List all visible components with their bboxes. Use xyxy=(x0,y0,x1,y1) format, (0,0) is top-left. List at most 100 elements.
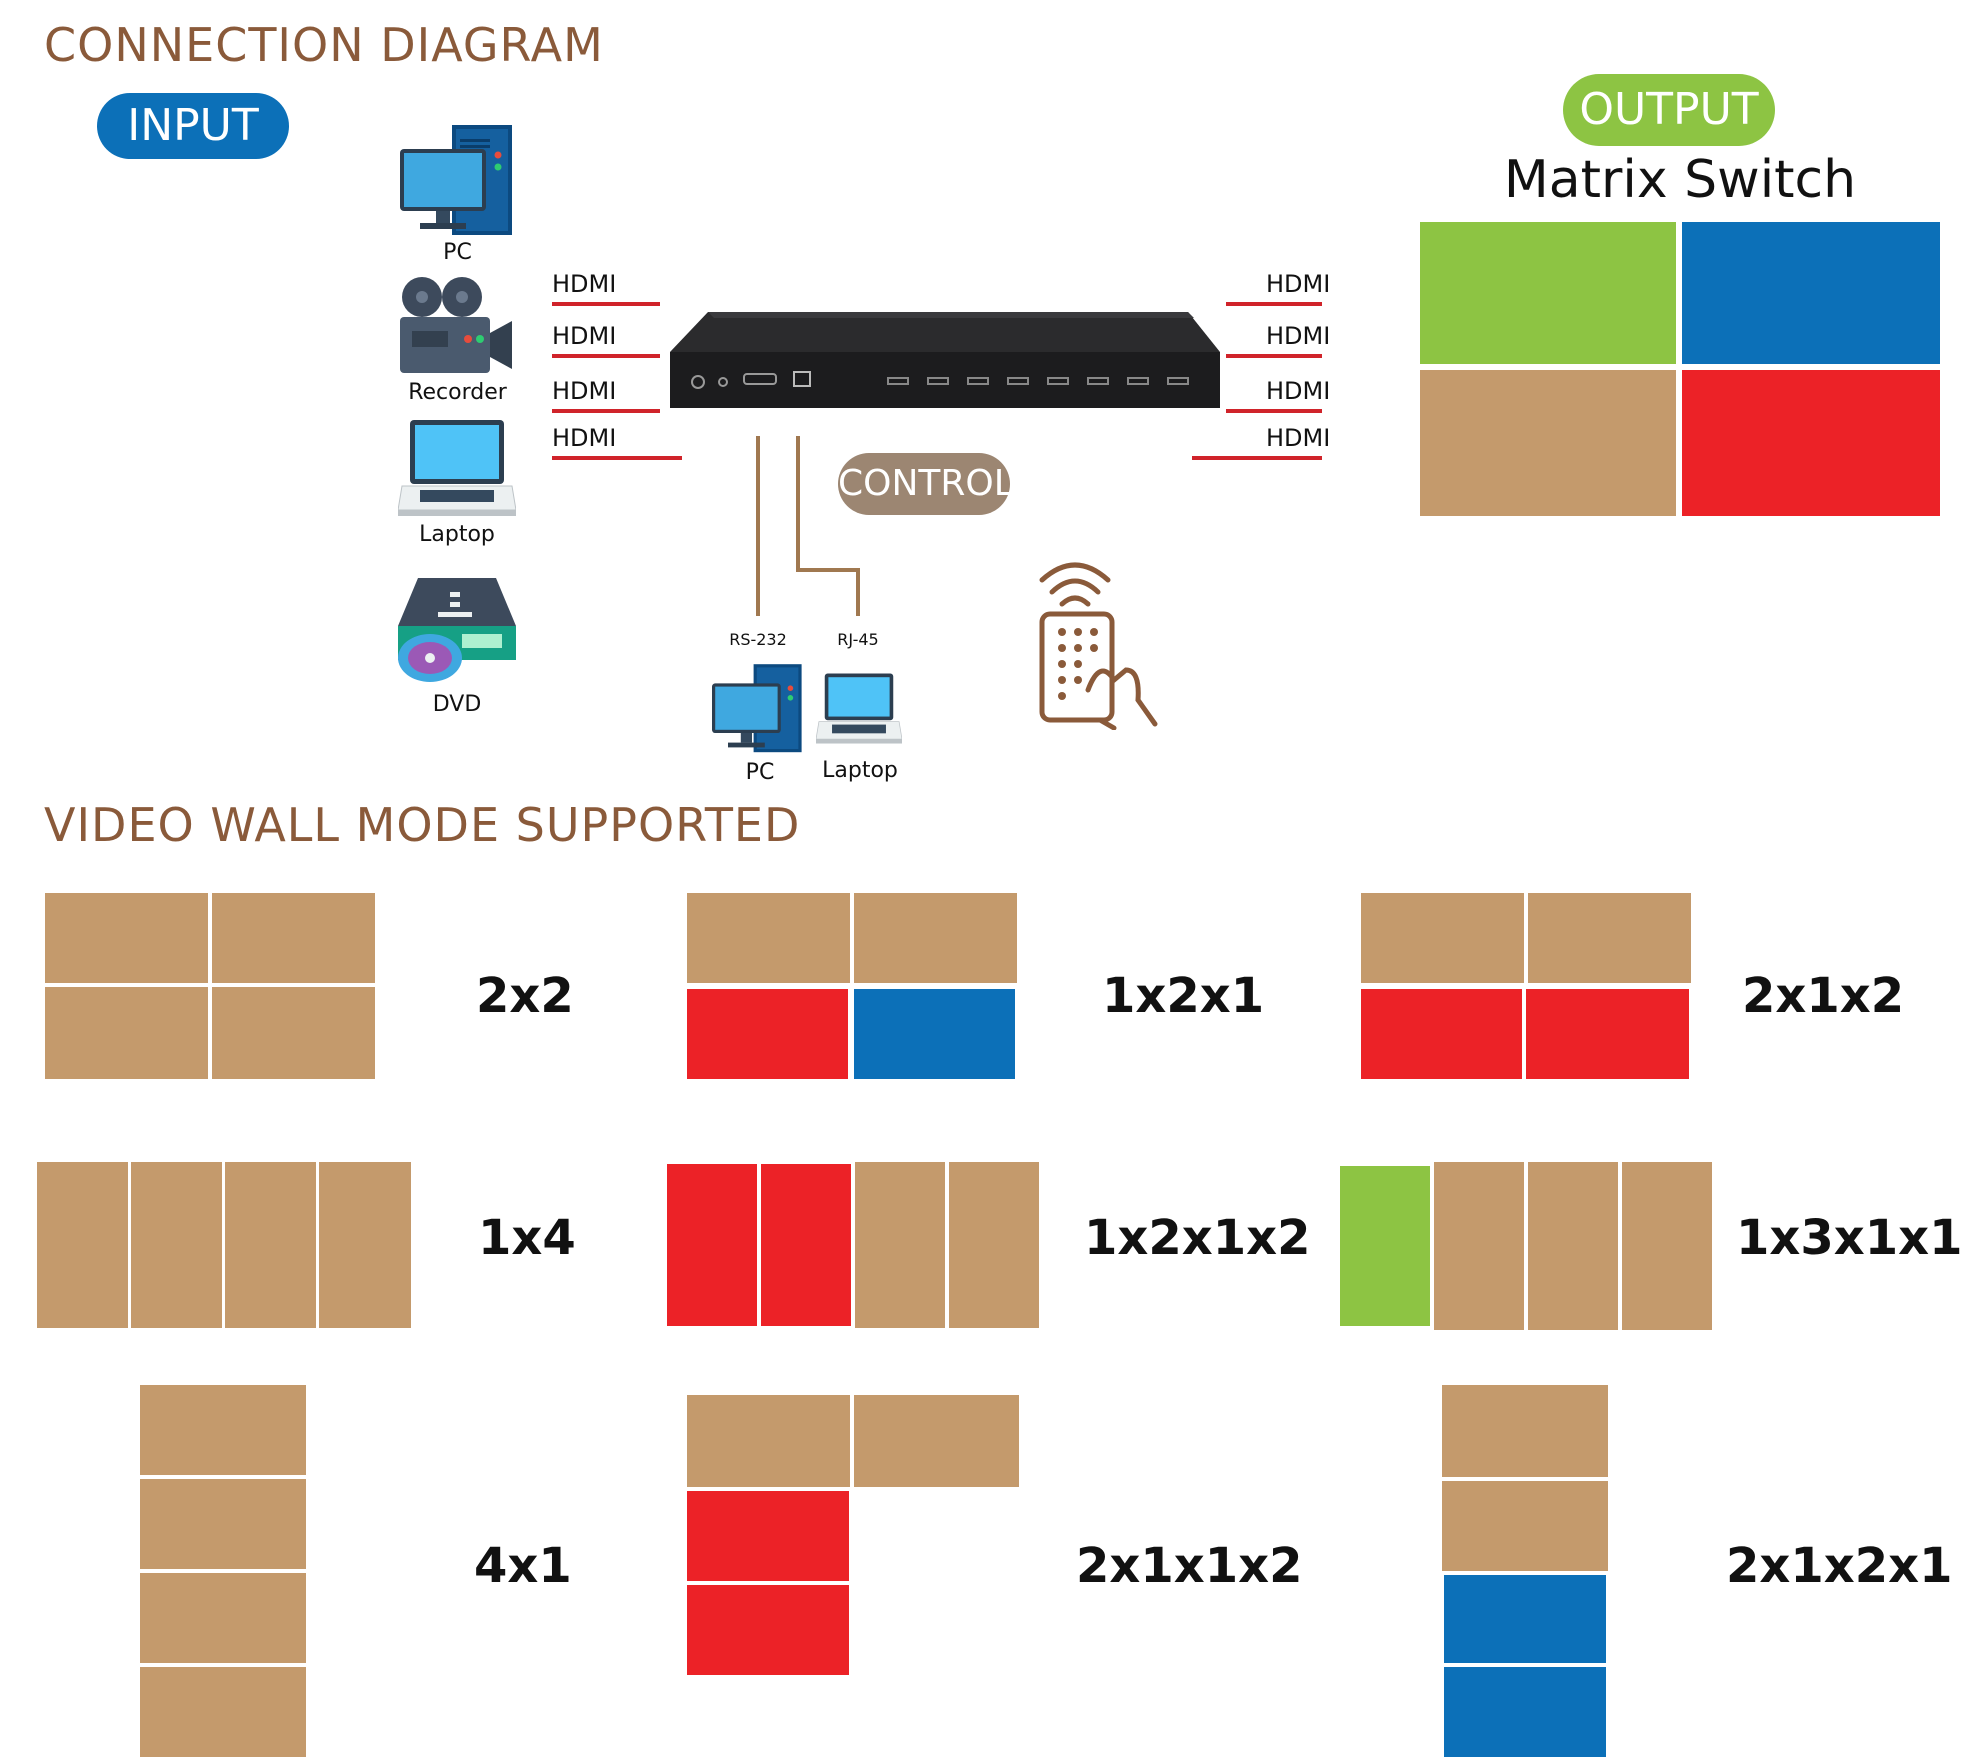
screen xyxy=(687,1491,849,1581)
input-label-laptop: Laptop xyxy=(419,522,495,547)
mode-2x1x1x2-layout xyxy=(687,1395,1019,1681)
hdmi-out-3-wire xyxy=(1226,409,1322,413)
connection-diagram-heading: CONNECTION DIAGRAM xyxy=(44,18,604,72)
screen xyxy=(1442,1385,1608,1477)
screen xyxy=(212,893,375,983)
screen xyxy=(140,1573,306,1663)
mode-label-1x4: 1x4 xyxy=(478,1210,576,1266)
hdmi-in-2-wire xyxy=(552,354,660,358)
output-title: Matrix Switch xyxy=(1503,150,1857,210)
rs232-cable xyxy=(756,436,760,616)
screen xyxy=(854,989,1015,1079)
rj45-cable-horizontal xyxy=(796,568,860,572)
mode-2x1x2-layout xyxy=(1361,893,1691,1083)
pc-icon xyxy=(400,125,515,237)
laptop-icon xyxy=(397,420,517,520)
mode-1x4-layout xyxy=(37,1162,411,1328)
mode-1x2x1-layout xyxy=(687,893,1017,1083)
mode-1x3x1x1-layout xyxy=(1340,1162,1712,1330)
hdmi-out-4-wire xyxy=(1192,456,1322,460)
screen xyxy=(225,1162,316,1328)
screen xyxy=(1528,893,1691,983)
remote-control-icon xyxy=(1030,550,1160,731)
hdmi-in-4-wire xyxy=(552,456,682,460)
screen xyxy=(1361,893,1524,983)
output-screen-4 xyxy=(1682,370,1940,516)
mode-1x2x1x2-layout xyxy=(667,1162,1039,1328)
screen xyxy=(667,1164,757,1326)
screen xyxy=(1528,1162,1618,1330)
rj45-label: RJ-45 xyxy=(837,630,879,649)
input-label-recorder: Recorder xyxy=(408,380,507,405)
screen xyxy=(140,1385,306,1475)
screen xyxy=(1444,1575,1606,1663)
screen xyxy=(37,1162,128,1328)
screen xyxy=(140,1479,306,1569)
input-badge: INPUT xyxy=(97,93,289,159)
screen xyxy=(854,1395,1019,1487)
control-badge: CONTROL xyxy=(838,453,1014,515)
screen xyxy=(1442,1481,1608,1571)
control-laptop-icon xyxy=(815,672,903,748)
control-laptop-label: Laptop xyxy=(822,758,898,783)
hdmi-in-1-wire xyxy=(552,302,660,306)
hdmi-in-3-label: HDMI xyxy=(552,377,617,405)
rj45-cable-drop xyxy=(856,568,860,616)
hdmi-out-3-label: HDMI xyxy=(1266,377,1331,405)
hdmi-out-2-label: HDMI xyxy=(1266,322,1331,350)
output-matrix xyxy=(1420,222,1940,516)
screen xyxy=(1361,989,1522,1079)
output-badge: OUTPUT xyxy=(1563,74,1775,146)
mode-label-2x1x1x2: 2x1x1x2 xyxy=(1076,1538,1303,1594)
hdmi-in-3-wire xyxy=(552,409,660,413)
dvd-player-icon xyxy=(398,578,516,688)
screen xyxy=(687,893,850,983)
input-label-pc: PC xyxy=(443,240,472,265)
mode-label-1x2x1x2: 1x2x1x2 xyxy=(1084,1210,1311,1266)
input-label-dvd: DVD xyxy=(432,692,482,717)
screen xyxy=(1444,1667,1606,1757)
video-wall-heading: VIDEO WALL MODE SUPPORTED xyxy=(44,798,801,852)
output-screen-1 xyxy=(1420,222,1676,364)
hdmi-out-1-label: HDMI xyxy=(1266,270,1331,298)
mode-label-2x2: 2x2 xyxy=(476,968,574,1024)
screen xyxy=(854,893,1017,983)
screen xyxy=(140,1667,306,1757)
hdmi-in-1-label: HDMI xyxy=(552,270,617,298)
hdmi-out-1-wire xyxy=(1226,302,1322,306)
screen xyxy=(212,987,375,1079)
screen xyxy=(687,1585,849,1675)
mode-4x1-layout xyxy=(140,1385,306,1757)
screen xyxy=(1622,1162,1712,1330)
screen xyxy=(319,1162,411,1328)
mode-label-2x1x2x1: 2x1x2x1 xyxy=(1726,1538,1953,1594)
control-pc-icon xyxy=(712,664,804,754)
screen xyxy=(45,987,208,1079)
hdmi-in-4-label: HDMI xyxy=(552,424,617,452)
screen xyxy=(949,1162,1039,1328)
screen xyxy=(45,893,208,983)
output-screen-2 xyxy=(1682,222,1940,364)
hdmi-out-2-wire xyxy=(1226,354,1322,358)
screen xyxy=(131,1162,222,1328)
screen xyxy=(855,1162,945,1328)
mode-label-1x2x1: 1x2x1 xyxy=(1102,968,1265,1024)
screen xyxy=(687,1395,850,1487)
control-pc-label: PC xyxy=(745,760,775,785)
mode-label-2x1x2: 2x1x2 xyxy=(1742,968,1905,1024)
matrix-switch-device xyxy=(668,306,1224,410)
mode-2x1x2x1-layout xyxy=(1442,1385,1608,1757)
rj45-cable-vertical xyxy=(796,436,800,570)
screen xyxy=(761,1164,851,1326)
mode-label-1x3x1x1: 1x3x1x1 xyxy=(1736,1210,1961,1266)
mode-label-4x1: 4x1 xyxy=(474,1538,572,1594)
output-screen-3 xyxy=(1420,370,1676,516)
screen xyxy=(1434,1162,1524,1330)
mode-2x2-layout xyxy=(45,893,375,1079)
hdmi-out-4-label: HDMI xyxy=(1266,424,1331,452)
rs232-label: RS-232 xyxy=(729,630,787,649)
screen xyxy=(687,989,848,1079)
hdmi-in-2-label: HDMI xyxy=(552,322,617,350)
camcorder-icon xyxy=(400,275,515,375)
screen xyxy=(1340,1166,1430,1326)
